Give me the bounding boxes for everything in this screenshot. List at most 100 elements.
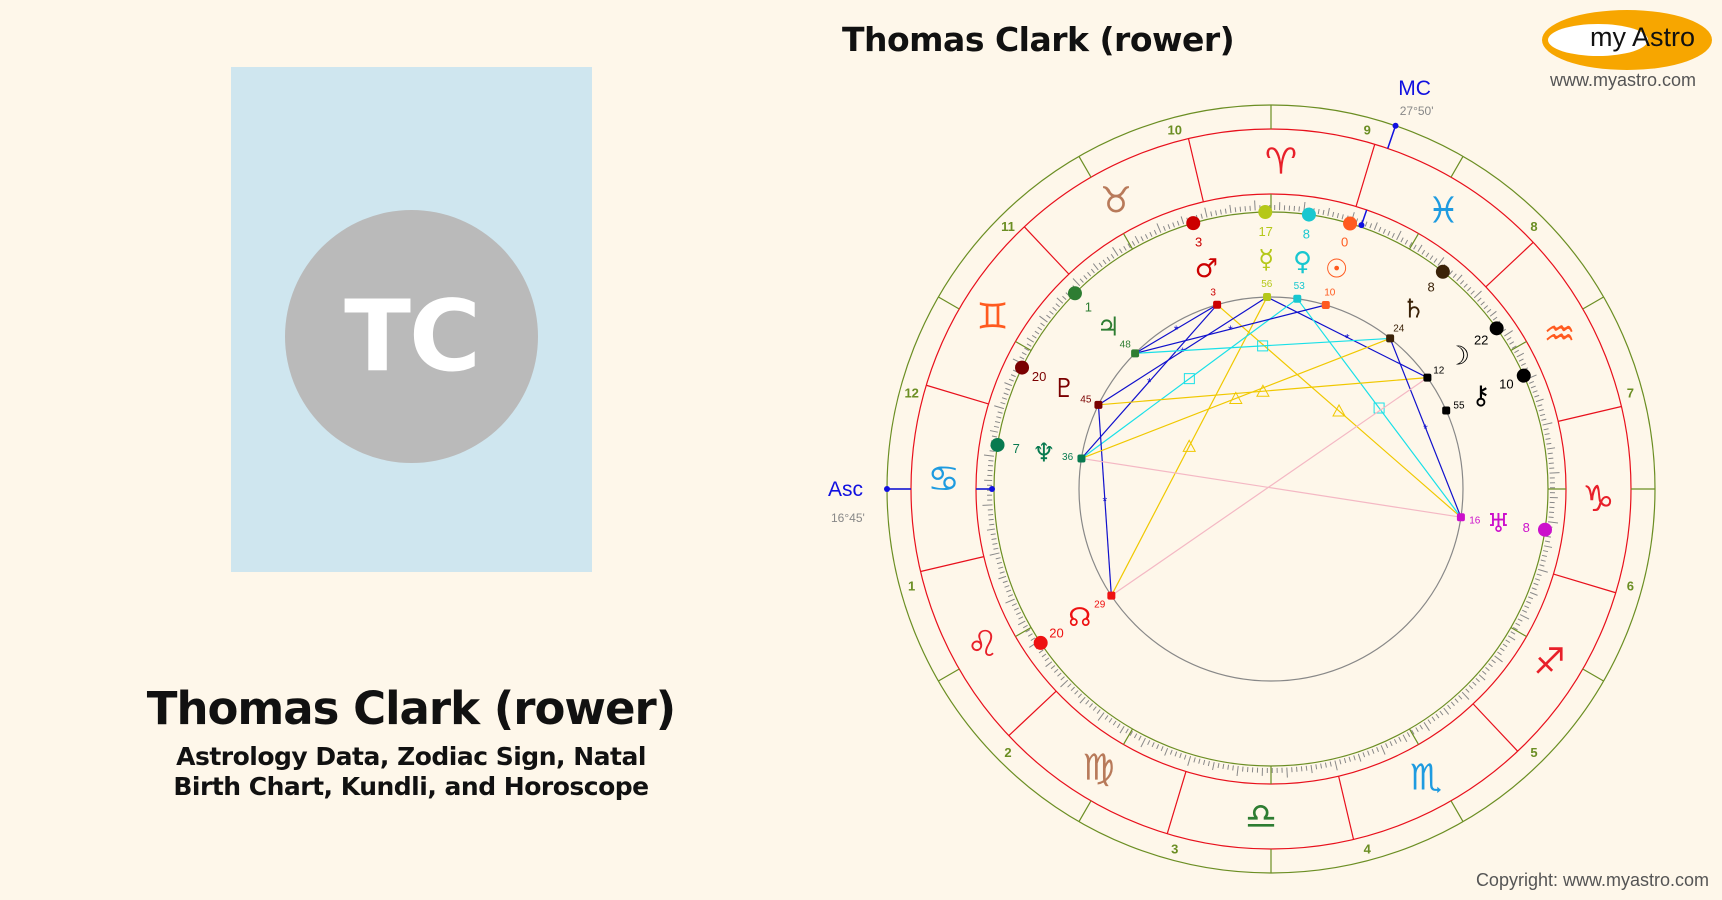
degree-tick [1541, 418, 1547, 421]
degree-tick [1052, 307, 1057, 311]
angle-degree-mc: 27°50' [1400, 104, 1434, 118]
house-cusp [1450, 156, 1464, 178]
degree-tick [1140, 737, 1146, 748]
planet-glyph-moon-icon: ☽ [1447, 342, 1470, 372]
planet-aspect-point [1263, 293, 1272, 302]
aspect-line-square [1135, 337, 1391, 354]
degree-tick [1156, 223, 1162, 233]
planet-aspect-point [1213, 300, 1222, 309]
degree-tick [1187, 756, 1192, 766]
degree-tick [1045, 661, 1053, 668]
degree-tick [1254, 200, 1256, 211]
degree-tick [1207, 761, 1210, 767]
degree-tick [989, 523, 995, 526]
degree-tick [1538, 568, 1548, 573]
planet-degree: 0 [1341, 235, 1348, 250]
aspect-line-opposition [1111, 377, 1428, 597]
degree-tick [1348, 756, 1351, 762]
planet-degree: 22 [1474, 332, 1488, 347]
degree-tick [1545, 540, 1551, 543]
degree-tick [1112, 720, 1117, 726]
degree-tick [1131, 240, 1136, 246]
planet-minute: 55 [1453, 401, 1465, 412]
house-cusp-inner [1015, 340, 1032, 352]
myastro-logo[interactable]: my Astro [1542, 10, 1712, 70]
degree-tick [1535, 398, 1544, 403]
sign-boundary [1558, 405, 1622, 422]
sign-boundary [1023, 226, 1070, 275]
degree-tick [1329, 761, 1332, 767]
aspect-line-sextile [1134, 304, 1326, 354]
aspect-sextile-icon: * [1228, 323, 1233, 337]
house-number: 2 [1004, 745, 1011, 760]
degree-tick [1421, 249, 1426, 255]
degree-tick [1212, 762, 1215, 771]
sign-boundary [1338, 776, 1355, 840]
degree-tick [1053, 668, 1059, 673]
logo-inner-oval-icon [1548, 24, 1648, 56]
degree-tick [1505, 639, 1511, 644]
degree-tick [1449, 270, 1453, 275]
degree-tick [1017, 620, 1026, 626]
degree-tick [1077, 693, 1082, 698]
degree-tick [1533, 582, 1539, 586]
degree-tick [1548, 516, 1554, 518]
degree-tick [988, 518, 994, 521]
degree-tick [1510, 631, 1516, 635]
degree-tick [991, 435, 997, 438]
degree-tick [1104, 715, 1109, 720]
degree-tick [1001, 397, 1007, 400]
degree-tick [1242, 766, 1244, 772]
aspect-square-icon [1183, 373, 1195, 385]
degree-tick [1079, 696, 1086, 704]
degree-tick [1541, 554, 1547, 557]
degree-tick [1149, 231, 1153, 237]
degree-tick [989, 430, 998, 433]
sign-glyph-libra-icon: ♎ [1245, 796, 1277, 837]
planet-marker-sun [1343, 216, 1358, 231]
site-url-link[interactable]: www.myastro.com [1550, 70, 1697, 90]
degree-tick [991, 538, 997, 541]
degree-tick [1468, 685, 1474, 690]
degree-tick [1456, 274, 1463, 282]
degree-tick [1439, 710, 1444, 716]
degree-tick [1419, 724, 1423, 730]
planet-glyph-uranus-icon: ♅ [1487, 509, 1510, 539]
degree-tick [1485, 667, 1490, 671]
planet-degree: 8 [1523, 520, 1530, 535]
degree-tick [1423, 722, 1430, 731]
aspect-line-trine [1081, 337, 1391, 460]
planet-degree: 7 [1013, 441, 1020, 456]
house-number: 4 [1364, 841, 1372, 856]
degree-tick [1480, 301, 1485, 306]
degree-tick [1003, 392, 1009, 396]
degree-tick [1371, 748, 1375, 754]
planet-glyph-jupiter-icon: ♃ [1097, 313, 1120, 343]
degree-tick [1519, 614, 1530, 620]
degree-tick [997, 411, 1003, 414]
degree-tick [993, 425, 999, 428]
planet-marker-jupiter [1067, 286, 1082, 301]
planet-minute: 3 [1210, 287, 1216, 298]
degree-tick [1534, 394, 1540, 398]
degree-tick [1008, 378, 1014, 382]
degree-tick [1079, 278, 1084, 283]
planet-minute: 45 [1080, 395, 1092, 406]
planet-marker-moon [1489, 321, 1504, 336]
degree-tick [1357, 753, 1362, 762]
planet-marker-mercury [1258, 205, 1273, 220]
degree-tick [1083, 275, 1088, 280]
degree-tick [1025, 629, 1031, 633]
degree-tick [1460, 280, 1465, 285]
degree-tick [1160, 746, 1164, 752]
degree-tick [1140, 236, 1144, 242]
degree-tick [1147, 740, 1151, 746]
degree-tick [1134, 235, 1140, 244]
degree-tick [1174, 751, 1178, 757]
degree-tick [1431, 716, 1436, 722]
degree-tick [1382, 228, 1386, 234]
sign-glyph-aries-icon: ♈ [1265, 142, 1297, 183]
house-number: 12 [904, 386, 918, 401]
degree-tick [1236, 766, 1239, 777]
